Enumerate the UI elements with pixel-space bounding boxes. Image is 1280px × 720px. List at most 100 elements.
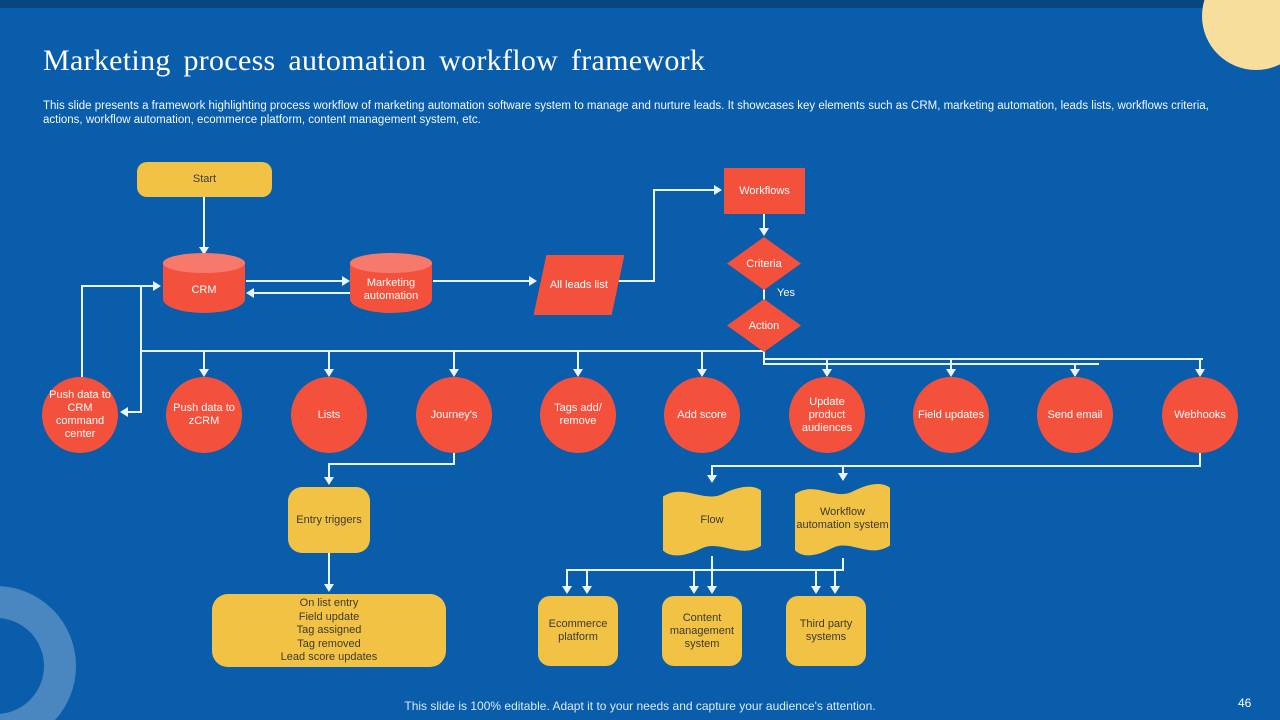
criteria-decision-node: Criteria xyxy=(727,237,801,290)
connector-line xyxy=(586,571,588,587)
arrowhead-icon xyxy=(714,185,722,195)
flow-label: Flow xyxy=(700,514,724,526)
trigger-list-item: Field update xyxy=(298,610,360,623)
connector-line xyxy=(842,558,844,571)
connector-line xyxy=(1074,365,1076,370)
connector-line xyxy=(81,285,83,377)
trigger-list-item: On list entry xyxy=(299,597,359,609)
circle-label: Tags add/ remove xyxy=(554,402,602,427)
third-party-systems-label: Third party systems xyxy=(799,618,853,643)
circle-label: Push data to CRM command center xyxy=(49,389,111,440)
connector-line xyxy=(453,453,455,465)
arrowhead-icon xyxy=(1070,369,1080,377)
connector-line xyxy=(815,571,817,587)
start-node: Start xyxy=(137,162,272,197)
circle-label: Push data to zCRM xyxy=(173,402,235,427)
connector-line xyxy=(566,571,568,587)
third-party-systems-node: Third party systems xyxy=(786,596,866,666)
marketing-automation-database-node: Marketing automation xyxy=(350,253,432,313)
workflows-label: Workflows xyxy=(739,184,790,197)
circle-label: Journey's xyxy=(430,408,478,421)
connector-line xyxy=(701,352,703,370)
arrowhead-icon xyxy=(707,475,717,483)
arrowhead-icon xyxy=(562,586,572,594)
page-number: 46 xyxy=(1238,696,1252,710)
connector-line xyxy=(711,465,1201,467)
decor-circle xyxy=(1202,0,1280,70)
arrowhead-icon xyxy=(324,584,334,592)
cylinder-top xyxy=(163,253,245,273)
criteria-label: Criteria xyxy=(746,257,782,270)
page-title: Marketing process automation workflow fr… xyxy=(43,44,706,77)
connector-line xyxy=(140,285,142,413)
trigger-list-item: Lead score updates xyxy=(280,651,378,663)
circle-send-email: Send email xyxy=(1037,377,1113,453)
arrowhead-icon xyxy=(1195,369,1205,377)
connector-line xyxy=(655,189,717,191)
circle-add-score: Add score xyxy=(664,377,740,453)
connector-line xyxy=(141,350,765,352)
connector-line xyxy=(328,463,455,465)
connector-line xyxy=(950,360,952,370)
arrowhead-icon xyxy=(830,586,840,594)
connector-line xyxy=(453,352,455,370)
all-leads-list-label: All leads list xyxy=(549,278,609,291)
arrowhead-icon xyxy=(582,586,592,594)
arrowhead-icon xyxy=(324,369,334,377)
connector-line xyxy=(328,352,330,370)
connector-line xyxy=(81,285,154,287)
all-leads-list-node: All leads list xyxy=(533,255,625,315)
circle-update-product-audiences: Update product audiences xyxy=(789,377,865,453)
connector-line xyxy=(711,556,713,571)
arrowhead-icon xyxy=(199,247,209,255)
circle-push-data-crm-command-center: Push data to CRM command center xyxy=(42,377,118,453)
connector-line xyxy=(566,569,844,571)
arrowhead-icon xyxy=(199,369,209,377)
arrowhead-icon xyxy=(529,276,537,286)
cylinder-top xyxy=(350,253,432,273)
action-label: Action xyxy=(748,319,780,332)
circle-label: Add score xyxy=(677,408,727,421)
crm-label: CRM xyxy=(191,283,217,296)
arrowhead-icon xyxy=(822,369,832,377)
arrowhead-icon xyxy=(707,586,717,594)
connector-line xyxy=(1199,360,1201,370)
footer-note: This slide is 100% editable. Adapt it to… xyxy=(404,699,876,713)
top-edge-bar xyxy=(0,0,1280,8)
trigger-list-box: On list entry Field update Tag assigned … xyxy=(212,594,446,667)
workflow-automation-system-label: Workflow automation system xyxy=(796,506,889,531)
connector-line xyxy=(433,280,530,282)
connector-line xyxy=(577,352,579,370)
start-label: Start xyxy=(192,173,217,185)
connector-line xyxy=(763,358,1203,360)
connector-line xyxy=(612,280,655,282)
arrowhead-icon xyxy=(697,369,707,377)
connector-line xyxy=(653,189,655,282)
connector-line xyxy=(126,411,142,413)
circle-journeys: Journey's xyxy=(416,377,492,453)
wave-shape xyxy=(663,486,761,556)
slide-description: This slide presents a framework highligh… xyxy=(43,100,1209,126)
content-management-system-node: Content management system xyxy=(662,596,742,666)
arrowhead-icon xyxy=(946,369,956,377)
connector-line xyxy=(246,280,342,282)
arrowhead-icon xyxy=(246,288,254,298)
connector-line xyxy=(693,571,695,587)
connector-line xyxy=(203,352,205,370)
circle-tags-add-remove: Tags add/ remove xyxy=(540,377,616,453)
arrowhead-icon xyxy=(449,369,459,377)
connector-line xyxy=(203,197,205,247)
action-decision-node: Action xyxy=(727,299,801,352)
arrowhead-icon xyxy=(838,473,848,481)
ecommerce-platform-label: Ecommerce platform xyxy=(548,618,608,643)
connector-line xyxy=(328,465,330,479)
marketing-automation-label: Marketing automation xyxy=(363,277,419,302)
entry-triggers-node: Entry triggers xyxy=(288,487,370,553)
arrowhead-icon xyxy=(324,477,334,485)
connector-line xyxy=(711,467,713,477)
circle-webhooks: Webhooks xyxy=(1162,377,1238,453)
connector-line xyxy=(842,467,844,475)
connector-line xyxy=(254,292,350,294)
trigger-list-item: Tag assigned xyxy=(296,624,362,636)
